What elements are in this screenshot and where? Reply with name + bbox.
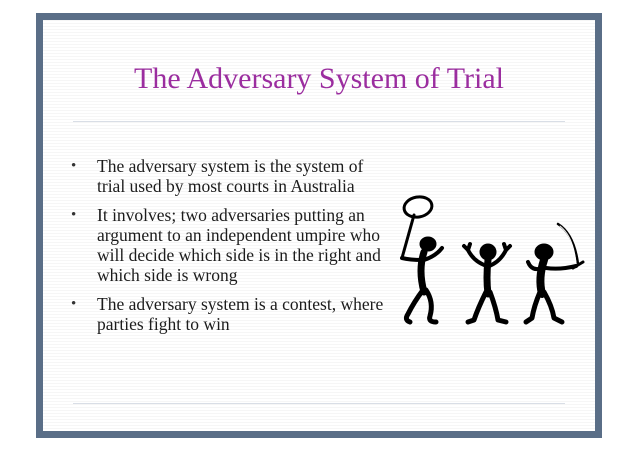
bullet-text: The adversary system is the system of tr… [97,156,364,196]
figure-with-sword [523,222,585,325]
title-divider [73,121,565,122]
bullet-marker: • [71,296,77,312]
bullet-item: • The adversary system is the system of … [61,156,391,196]
bullet-marker: • [71,207,77,223]
bullet-text: The adversary system is a contest, where… [97,294,384,334]
figure-middle [462,242,512,325]
bullet-text: It involves; two adversaries putting an … [97,205,381,285]
footer-divider [73,403,565,404]
stick-figures-illustration [400,195,585,325]
slide: The Adversary System of Trial • The adve… [43,20,595,431]
bullet-list: • The adversary system is the system of … [61,156,391,343]
slide-title: The Adversary System of Trial [134,62,504,95]
figure-with-mallet [400,195,444,325]
bullet-marker: • [71,158,77,174]
bullet-item: • The adversary system is a contest, whe… [61,294,391,334]
bullet-item: • It involves; two adversaries putting a… [61,205,391,285]
slide-frame: The Adversary System of Trial • The adve… [36,13,602,438]
